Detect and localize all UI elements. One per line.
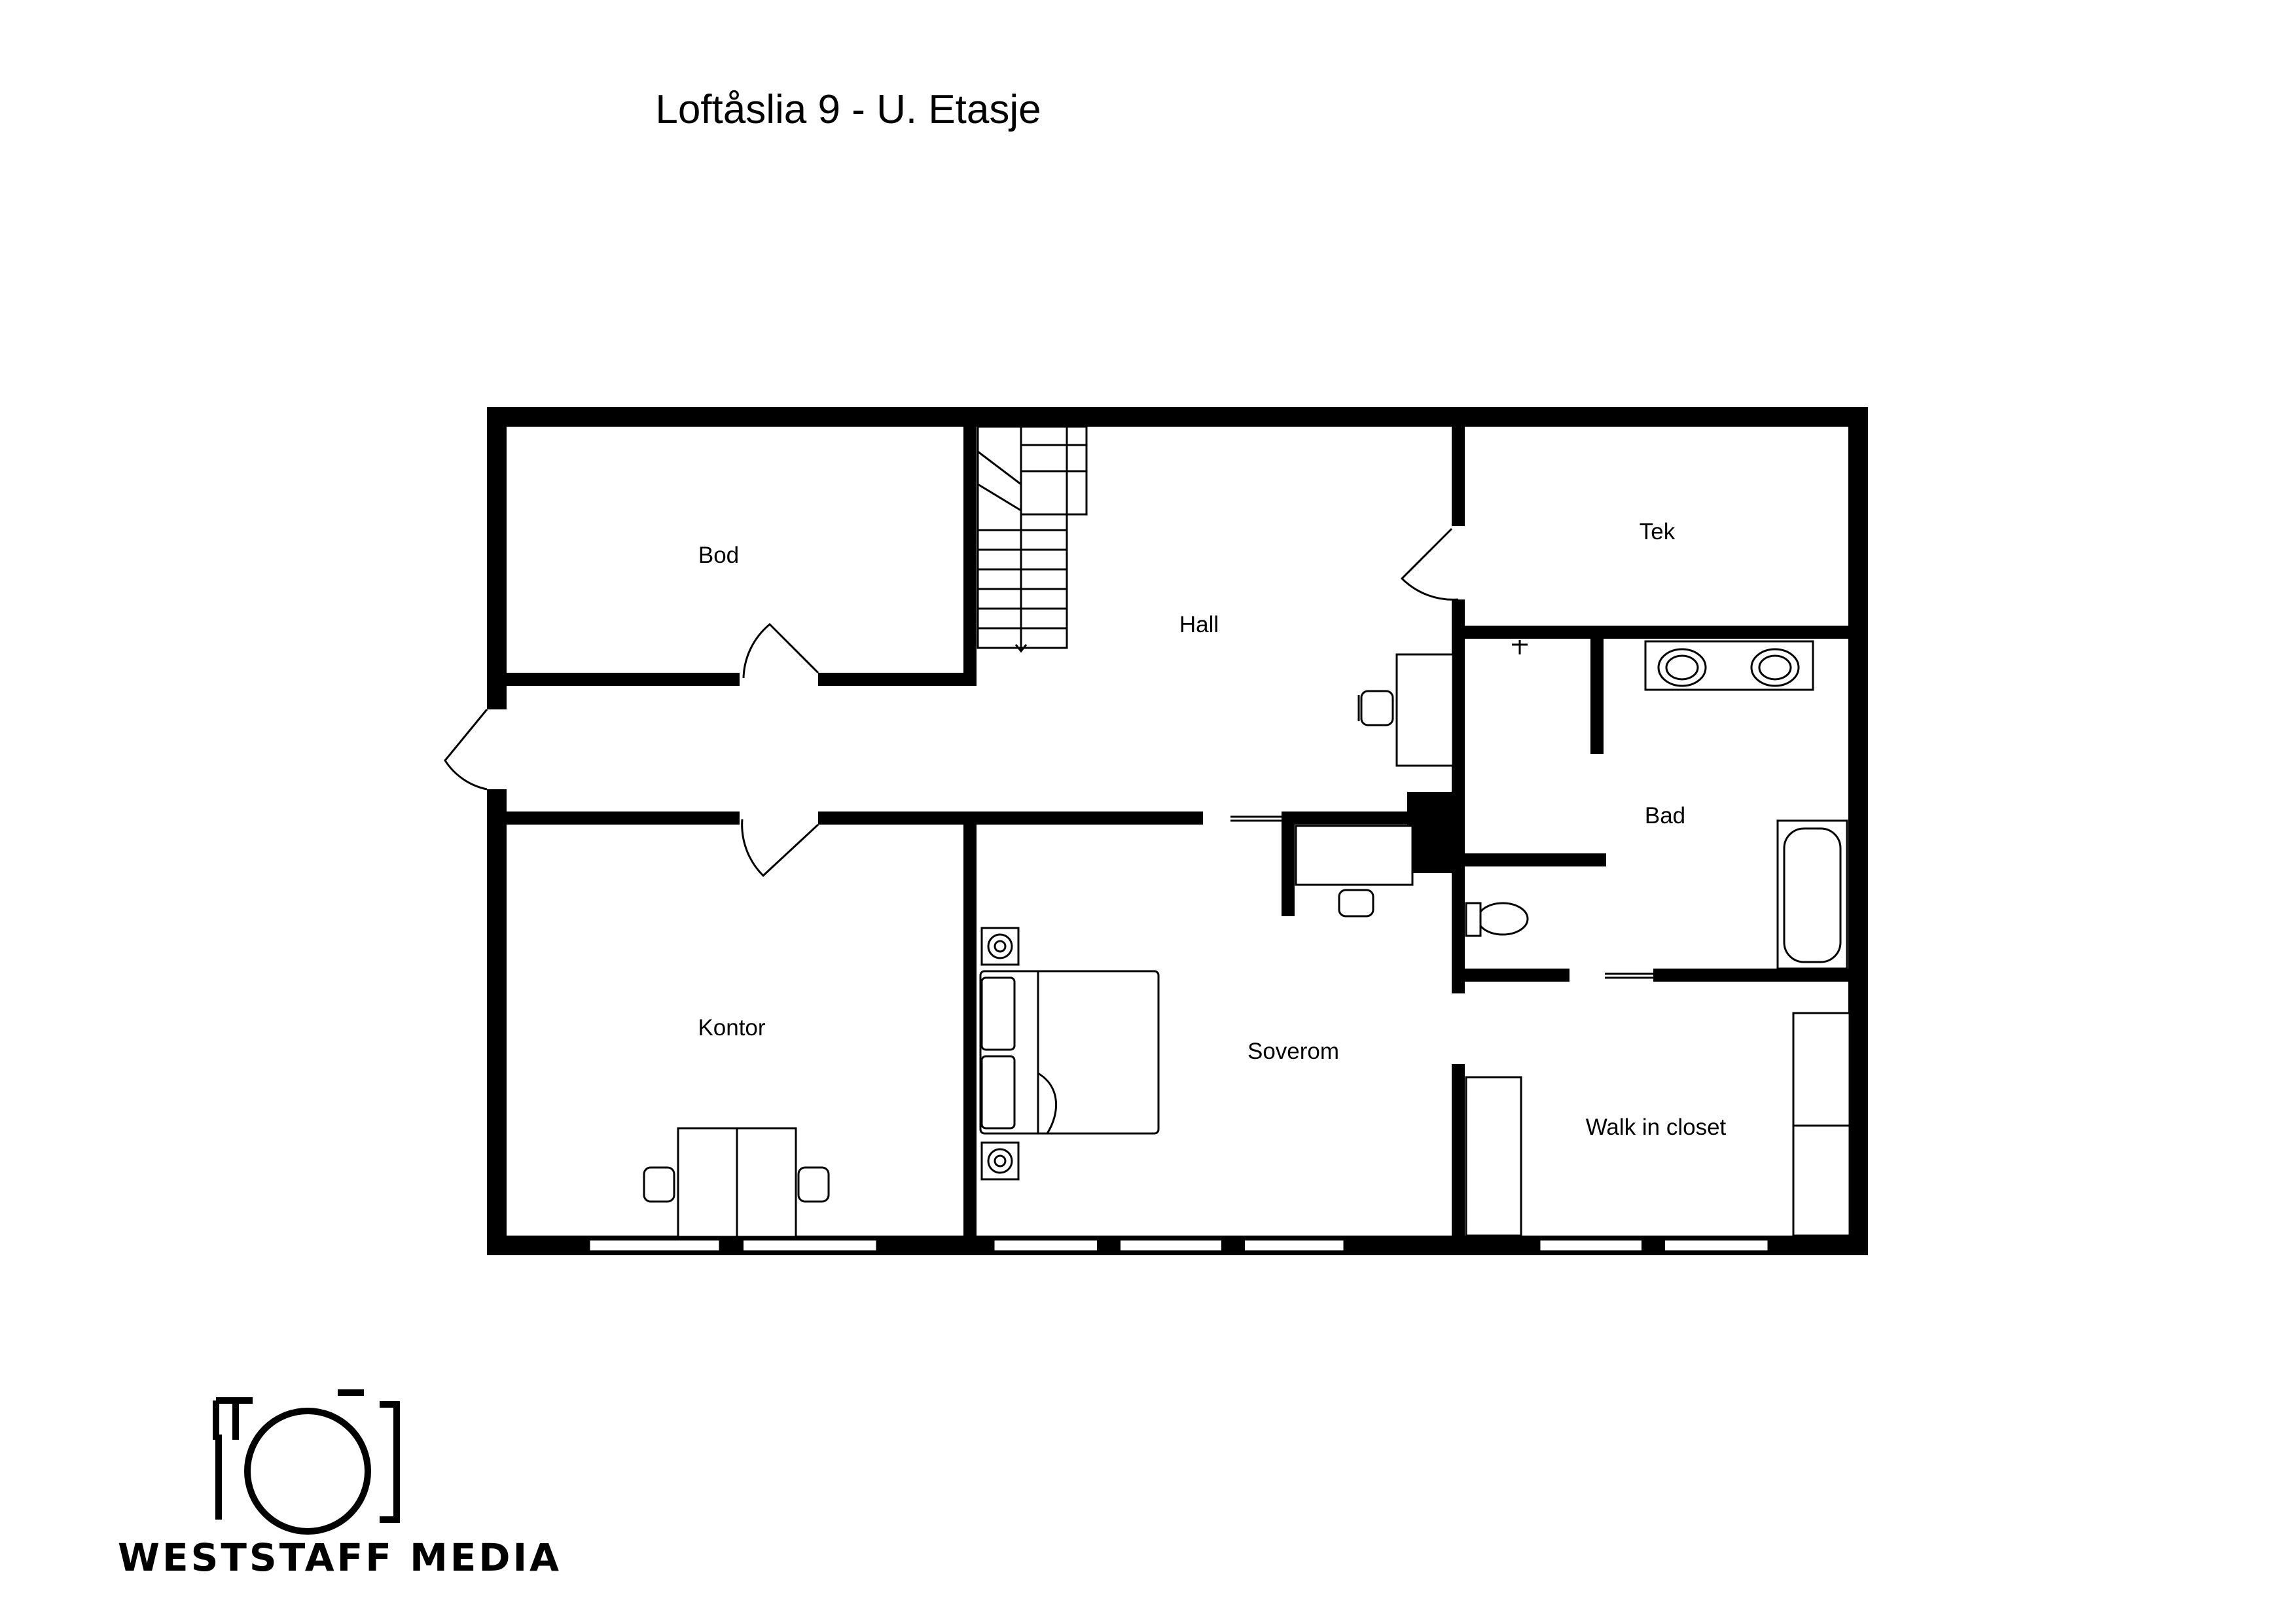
kontor-chair-right — [797, 1166, 830, 1203]
tek-wall-left-lower — [1452, 599, 1465, 771]
staircase — [977, 425, 1088, 653]
room-label-soverom: Soverom — [1247, 1039, 1339, 1064]
bad-partition-horizontal — [1465, 853, 1606, 866]
bod-door — [742, 622, 819, 679]
closet-wall-left — [1452, 1064, 1465, 1236]
hall-desk-partition-left — [1282, 825, 1295, 916]
room-label-bod: Bod — [698, 543, 739, 568]
entrance-door — [444, 709, 488, 791]
bad-wall-bottom-left — [1465, 969, 1570, 982]
kontor-door — [741, 819, 819, 878]
nightstand-top — [980, 927, 1020, 966]
hall-desk-partition-top — [1282, 812, 1426, 825]
weststaff-media-logo: WESTSTAFF MEDIA — [118, 1389, 562, 1580]
outer-wall-right — [1848, 407, 1868, 1255]
room-label-kontor: Kontor — [698, 1015, 765, 1041]
tek-door — [1400, 527, 1459, 601]
logo-text: WESTSTAFF MEDIA — [118, 1535, 562, 1580]
kontor-wall-top-right — [818, 812, 1203, 825]
bed — [979, 927, 1160, 1181]
toilet — [1477, 902, 1529, 936]
kontor-chair-left — [643, 1166, 675, 1203]
outer-wall-left-lower — [487, 789, 507, 1255]
kontor-wall-top-left — [507, 812, 740, 825]
hall-desk — [1357, 653, 1454, 767]
window-soverom-2 — [1234, 1238, 1346, 1253]
kontor-desks — [643, 1127, 830, 1238]
windows — [588, 1238, 1770, 1253]
closet-shelves — [1465, 1012, 1851, 1237]
outer-wall-top — [487, 407, 1868, 427]
soverom-desk — [1295, 825, 1414, 918]
bad-wall-bottom-right — [1653, 969, 1848, 982]
tek-wall-bottom — [1465, 626, 1848, 639]
bathroom-fixtures — [1465, 640, 1848, 970]
bad-partition-vertical — [1590, 639, 1604, 754]
room-label-hall: Hall — [1179, 612, 1219, 637]
tek-wall-left-upper — [1452, 427, 1465, 526]
wall-column — [1407, 792, 1453, 873]
doors — [444, 527, 1653, 979]
room-label-bad: Bad — [1645, 803, 1685, 829]
room-label-tek: Tek — [1640, 519, 1676, 544]
nightstand-bottom — [980, 1141, 1020, 1181]
camera-icon — [213, 1389, 400, 1535]
bod-wall-bottom-left — [507, 673, 740, 686]
bod-wall-bottom-right — [818, 673, 977, 686]
hall-chair — [1360, 690, 1394, 726]
soverom-wall-left — [963, 825, 977, 1236]
room-label-walk-in-closet: Walk in closet — [1586, 1115, 1727, 1140]
bad-wall-left — [1452, 771, 1465, 993]
outer-wall-left-upper — [487, 407, 507, 709]
plan-title: Loftåslia 9 - U. Etasje — [655, 87, 1041, 132]
soverom-desk-chair — [1338, 889, 1374, 918]
bod-wall-right — [963, 427, 977, 686]
